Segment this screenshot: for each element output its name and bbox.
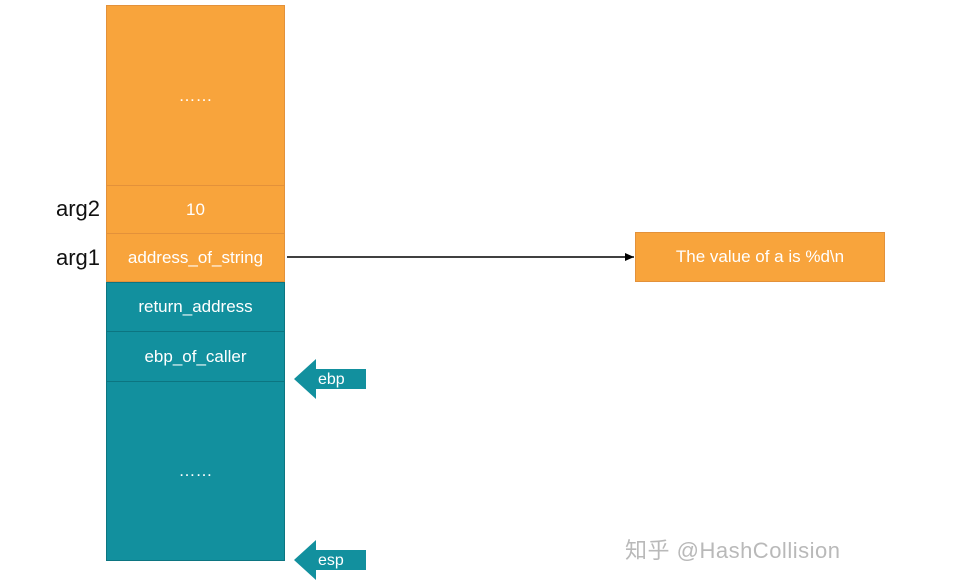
top-ellipsis-text: …… bbox=[178, 85, 213, 105]
ebp-of-caller-text: ebp_of_caller bbox=[144, 346, 247, 366]
stack-cell-bottom-ellipsis: …… bbox=[106, 381, 285, 561]
stack-cell-arg1: address_of_string bbox=[106, 233, 285, 282]
ebp-pointer-label: ebp bbox=[318, 371, 345, 388]
format-string-text: The value of a is %d\n bbox=[675, 247, 845, 266]
esp-pointer-arrow bbox=[294, 540, 366, 580]
watermark-text: 知乎 @HashCollision bbox=[625, 538, 841, 563]
return-address-text: return_address bbox=[138, 297, 253, 316]
bottom-ellipsis-text: …… bbox=[178, 461, 213, 480]
arg2-label: arg2 bbox=[55, 196, 100, 221]
format-string-box: The value of a is %d\n bbox=[635, 232, 885, 282]
esp-pointer-label: esp bbox=[318, 552, 344, 569]
ebp-pointer-arrow bbox=[294, 359, 366, 399]
stack-cell-ebp-of-caller: ebp_of_caller bbox=[106, 331, 285, 382]
arg1-label: arg1 bbox=[55, 245, 100, 270]
stack-cell-top-ellipsis: …… bbox=[106, 5, 285, 186]
arg1-value-text: address_of_string bbox=[127, 247, 264, 267]
arg2-value-text: 10 bbox=[186, 199, 205, 219]
